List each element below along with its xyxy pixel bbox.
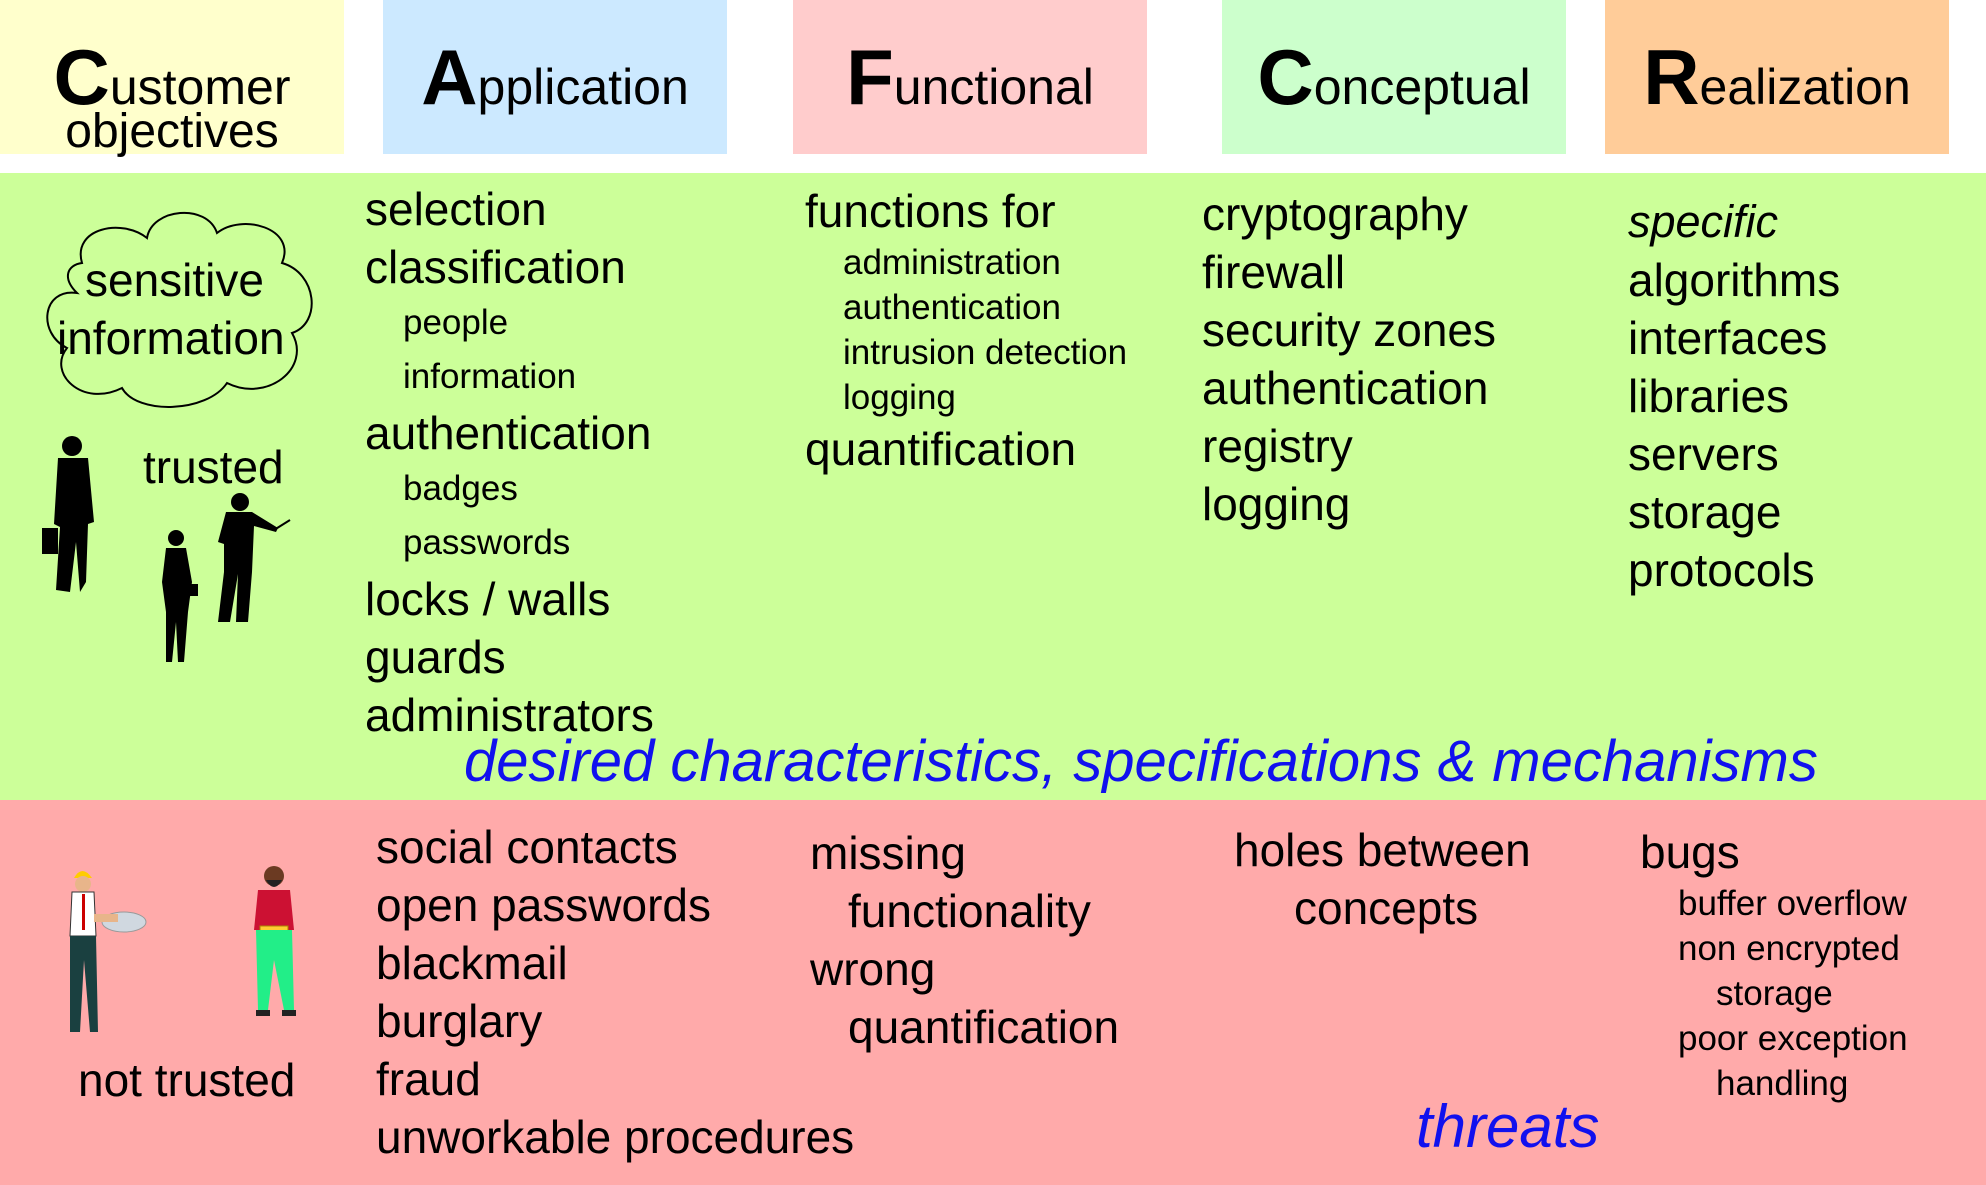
list-item: servers	[1628, 428, 1779, 480]
list-item: authentication	[843, 288, 1061, 327]
header-rest: ustomer	[109, 59, 291, 115]
list-item: wrong	[810, 943, 936, 995]
threats-conceptual-line-2: concepts	[1294, 882, 1479, 934]
threats-conceptual-line-1: holes between	[1234, 824, 1531, 876]
list-item: quantification	[805, 423, 1077, 475]
desired-conceptual-list: cryptography firewall security zones authen…	[1202, 185, 1496, 533]
list-item: administrators	[365, 689, 654, 741]
header-functional: Functional	[793, 0, 1147, 154]
header-rest: pplication	[477, 59, 689, 115]
threats-caption: threats	[1416, 1093, 1600, 1160]
header-initial: F	[846, 33, 894, 121]
desired-caption: desired characteristics, specifications …	[464, 729, 1818, 794]
header-initial: R	[1643, 33, 1700, 121]
list-item: classification	[365, 241, 626, 293]
list-item: logging	[843, 378, 956, 417]
header-rest: onceptual	[1313, 59, 1531, 115]
list-item: badges	[403, 469, 518, 508]
list-item: quantification	[848, 1001, 1120, 1053]
list-item: locks / walls	[365, 573, 611, 625]
list-item: guards	[365, 631, 506, 683]
list-item: blackmail	[376, 937, 568, 989]
list-item: security zones	[1202, 304, 1497, 356]
realization-specific-label: specific	[1628, 196, 1779, 247]
threats-application-list: social contacts open passwords blackmail bu…	[376, 818, 854, 1166]
list-item: protocols	[1628, 544, 1815, 596]
threats-band	[0, 800, 1986, 1185]
list-item: passwords	[403, 523, 571, 562]
header-subtitle: objectives	[65, 105, 279, 158]
desired-functional-list: functions for administration authenticatio…	[805, 182, 1127, 478]
threats-functional-list: missing functionality wrong quantification	[810, 824, 1119, 1056]
header-customer-objectives: Customer objectives	[0, 0, 344, 158]
list-item: social contacts	[376, 821, 678, 873]
list-item: bugs	[1640, 826, 1740, 878]
list-item: people	[403, 303, 509, 342]
header-initial: C	[1257, 33, 1314, 121]
list-item: libraries	[1628, 370, 1790, 422]
not-trusted-label: not trusted	[78, 1054, 296, 1106]
header-conceptual: Conceptual	[1222, 0, 1566, 154]
untrusted-people-icon	[69, 866, 296, 1032]
list-item: intrusion detection	[843, 333, 1128, 372]
list-item: authentication	[365, 407, 652, 459]
list-item: functions for	[805, 185, 1056, 237]
list-item: selection	[365, 183, 547, 235]
header-initial: A	[421, 33, 478, 121]
trusted-people-icon	[42, 436, 291, 662]
header-initial: C	[53, 33, 110, 121]
header-rest: ealization	[1699, 59, 1911, 115]
list-item: fraud	[376, 1053, 481, 1105]
list-item: administration	[843, 243, 1061, 282]
list-item: algorithms	[1628, 254, 1841, 306]
desired-application-list: selection classification people information…	[365, 180, 654, 744]
list-item: firewall	[1202, 246, 1346, 298]
list-item: unworkable procedures	[376, 1111, 855, 1163]
trusted-label: trusted	[143, 441, 284, 493]
list-item: missing	[810, 827, 966, 879]
threats-realization-list: bugs buffer overflow non encrypted storage p…	[1640, 823, 1908, 1106]
list-item: information	[403, 357, 577, 396]
list-item: registry	[1202, 420, 1353, 472]
cloud-line-2: information	[57, 312, 285, 364]
list-item: burglary	[376, 995, 543, 1047]
list-item: authentication	[1202, 362, 1489, 414]
list-item: handling	[1716, 1064, 1849, 1103]
list-item: storage	[1716, 974, 1833, 1013]
list-item: storage	[1628, 486, 1782, 538]
desired-realization-list: algorithms interfaces libraries servers stor…	[1628, 251, 1840, 599]
header-rest: unctional	[893, 59, 1094, 115]
list-item: logging	[1202, 478, 1351, 530]
cloud-shape	[46, 211, 313, 408]
list-item: buffer overflow	[1678, 884, 1907, 923]
header-application: Application	[383, 0, 727, 154]
cloud-line-1: sensitive	[85, 254, 264, 306]
header-realization: Realization	[1605, 0, 1949, 154]
list-item: open passwords	[376, 879, 711, 931]
list-item: non encrypted	[1678, 929, 1900, 968]
list-item: poor exception	[1678, 1019, 1908, 1058]
list-item: interfaces	[1628, 312, 1828, 364]
list-item: functionality	[848, 885, 1091, 937]
desired-band	[0, 173, 1986, 800]
list-item: cryptography	[1202, 188, 1468, 240]
